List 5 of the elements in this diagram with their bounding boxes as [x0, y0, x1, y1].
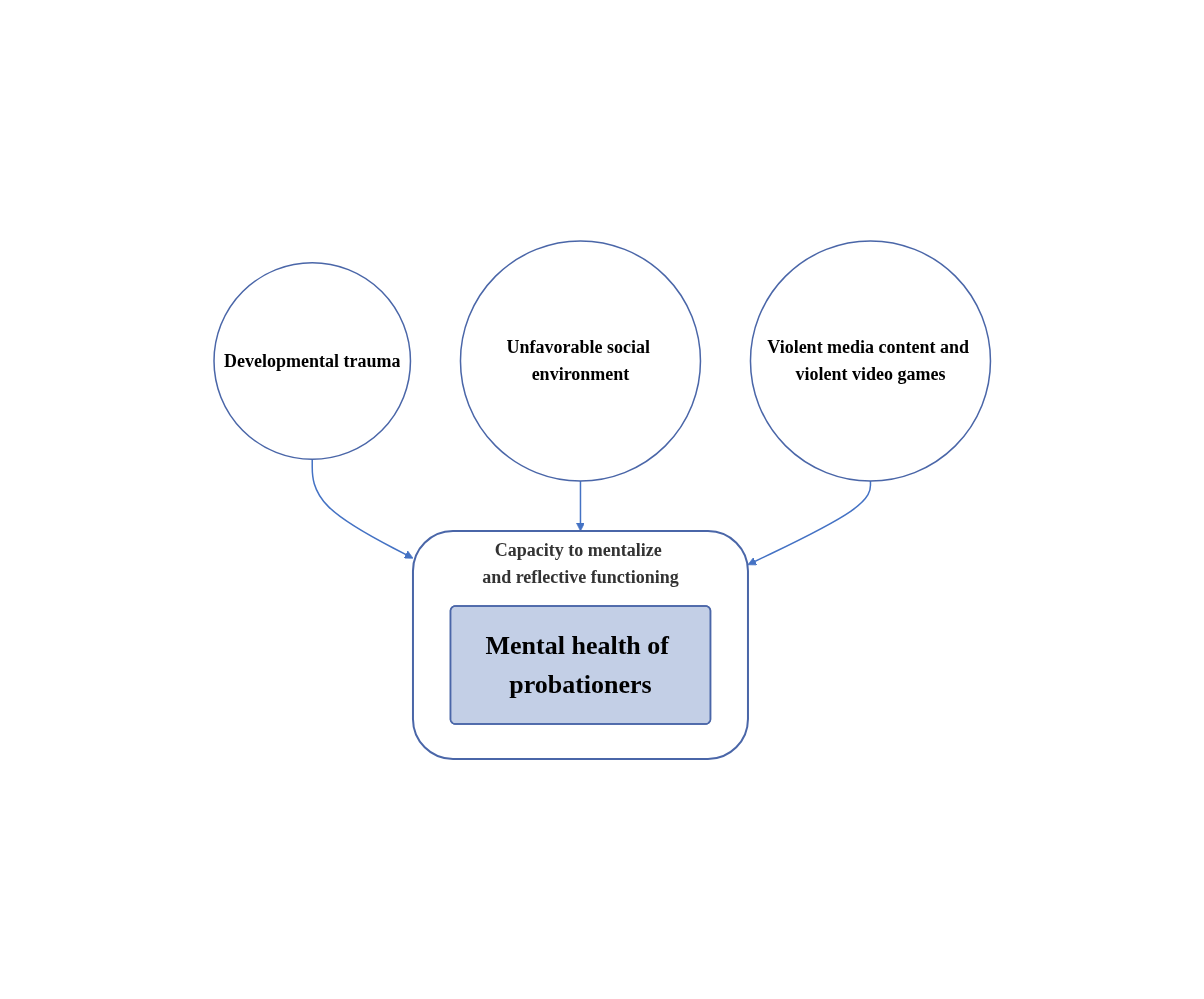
- arrow: [747, 479, 871, 565]
- node-circle: Unfavorable social environment: [459, 239, 701, 482]
- node-circle: Violent media content and violent video games: [749, 239, 991, 482]
- arrow: [575, 479, 585, 531]
- node-circle: Developmental trauma: [213, 261, 411, 460]
